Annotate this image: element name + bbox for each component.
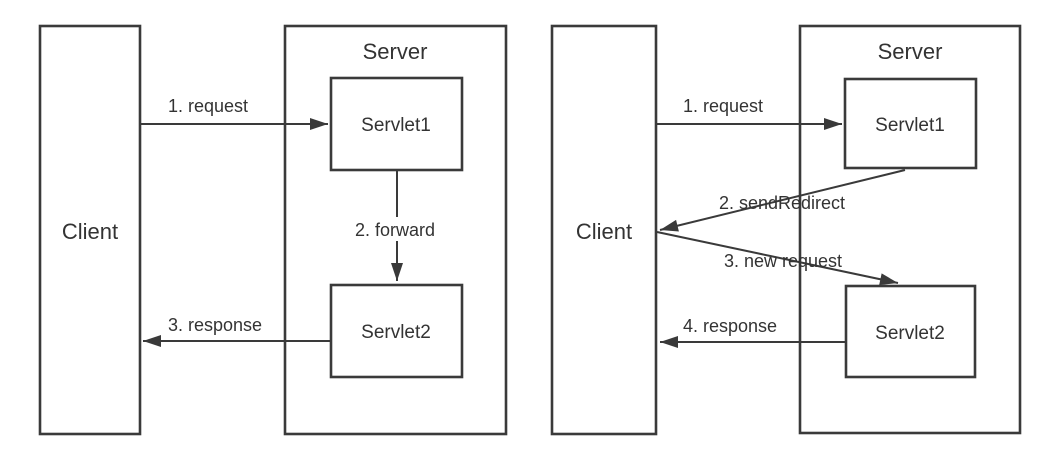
servlet2-label: Servlet2: [875, 323, 945, 344]
forward-arrow-label: 2. forward: [355, 220, 435, 240]
server-label: Server: [878, 39, 943, 64]
servlet1-box: [843, 77, 978, 170]
request-arrow-label: 1. request: [168, 96, 248, 116]
request-arrow-label: 1. request: [683, 96, 763, 116]
new-request-arrow-label: 3. new request: [724, 251, 842, 271]
servlet1-label: Servlet1: [875, 115, 945, 136]
server-box: [798, 24, 1022, 435]
client-box: [38, 24, 142, 436]
send-redirect-arrow-label: 2. sendRedirect: [719, 193, 845, 213]
redirect-diagram: Client Server Servlet1 Servlet2 1. reque…: [550, 24, 1022, 436]
server-box: [283, 24, 508, 436]
client-box: [550, 24, 658, 436]
servlet2-label: Servlet2: [361, 322, 431, 343]
response-arrow-label: 3. response: [168, 315, 262, 335]
response-arrow-label: 4. response: [683, 316, 777, 336]
servlet1-label: Servlet1: [361, 115, 431, 136]
client-label: Client: [576, 219, 632, 244]
servlet2-box: [329, 283, 464, 379]
servlet2-box: [844, 284, 977, 379]
new-request-arrow: [656, 231, 899, 286]
forward-diagram: Client Server Servlet1 Servlet2 1. reque…: [38, 24, 508, 436]
send-redirect-arrow: [659, 169, 906, 232]
server-label: Server: [363, 39, 428, 64]
client-label: Client: [62, 219, 118, 244]
forward-label-mask: [350, 217, 440, 241]
